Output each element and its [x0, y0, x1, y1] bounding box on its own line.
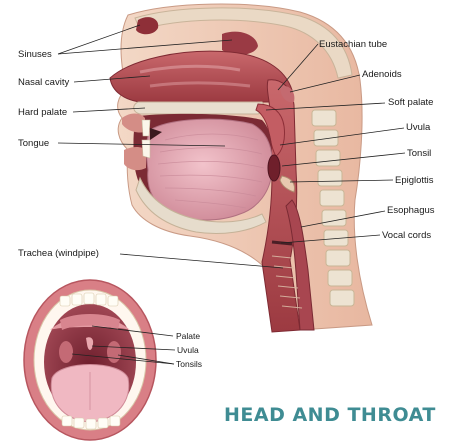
tonsil-shape [268, 155, 280, 181]
label-hard-palate: Hard palate [18, 107, 67, 118]
label-eustachian-tube: Eustachian tube [319, 39, 387, 50]
label-soft-palate: Soft palate [388, 97, 433, 108]
label-adenoids: Adenoids [362, 69, 402, 80]
label-trachea: Trachea (windpipe) [18, 248, 99, 259]
label-mouth-uvula: Uvula [177, 345, 199, 356]
label-sinuses: Sinuses [18, 49, 52, 60]
label-mouth-palate: Palate [176, 331, 200, 342]
label-tonsil: Tonsil [407, 148, 431, 159]
hard-palate-shape [134, 102, 264, 114]
page-title: HEAD AND THROAT [224, 404, 436, 426]
label-mouth-tonsils: Tonsils [176, 359, 202, 370]
label-epiglottis: Epiglottis [395, 175, 434, 186]
label-tongue: Tongue [18, 138, 49, 149]
label-nasal-cavity: Nasal cavity [18, 77, 69, 88]
label-vocal-cords: Vocal cords [382, 230, 431, 241]
label-esophagus: Esophagus [387, 205, 435, 216]
label-uvula: Uvula [406, 122, 430, 133]
